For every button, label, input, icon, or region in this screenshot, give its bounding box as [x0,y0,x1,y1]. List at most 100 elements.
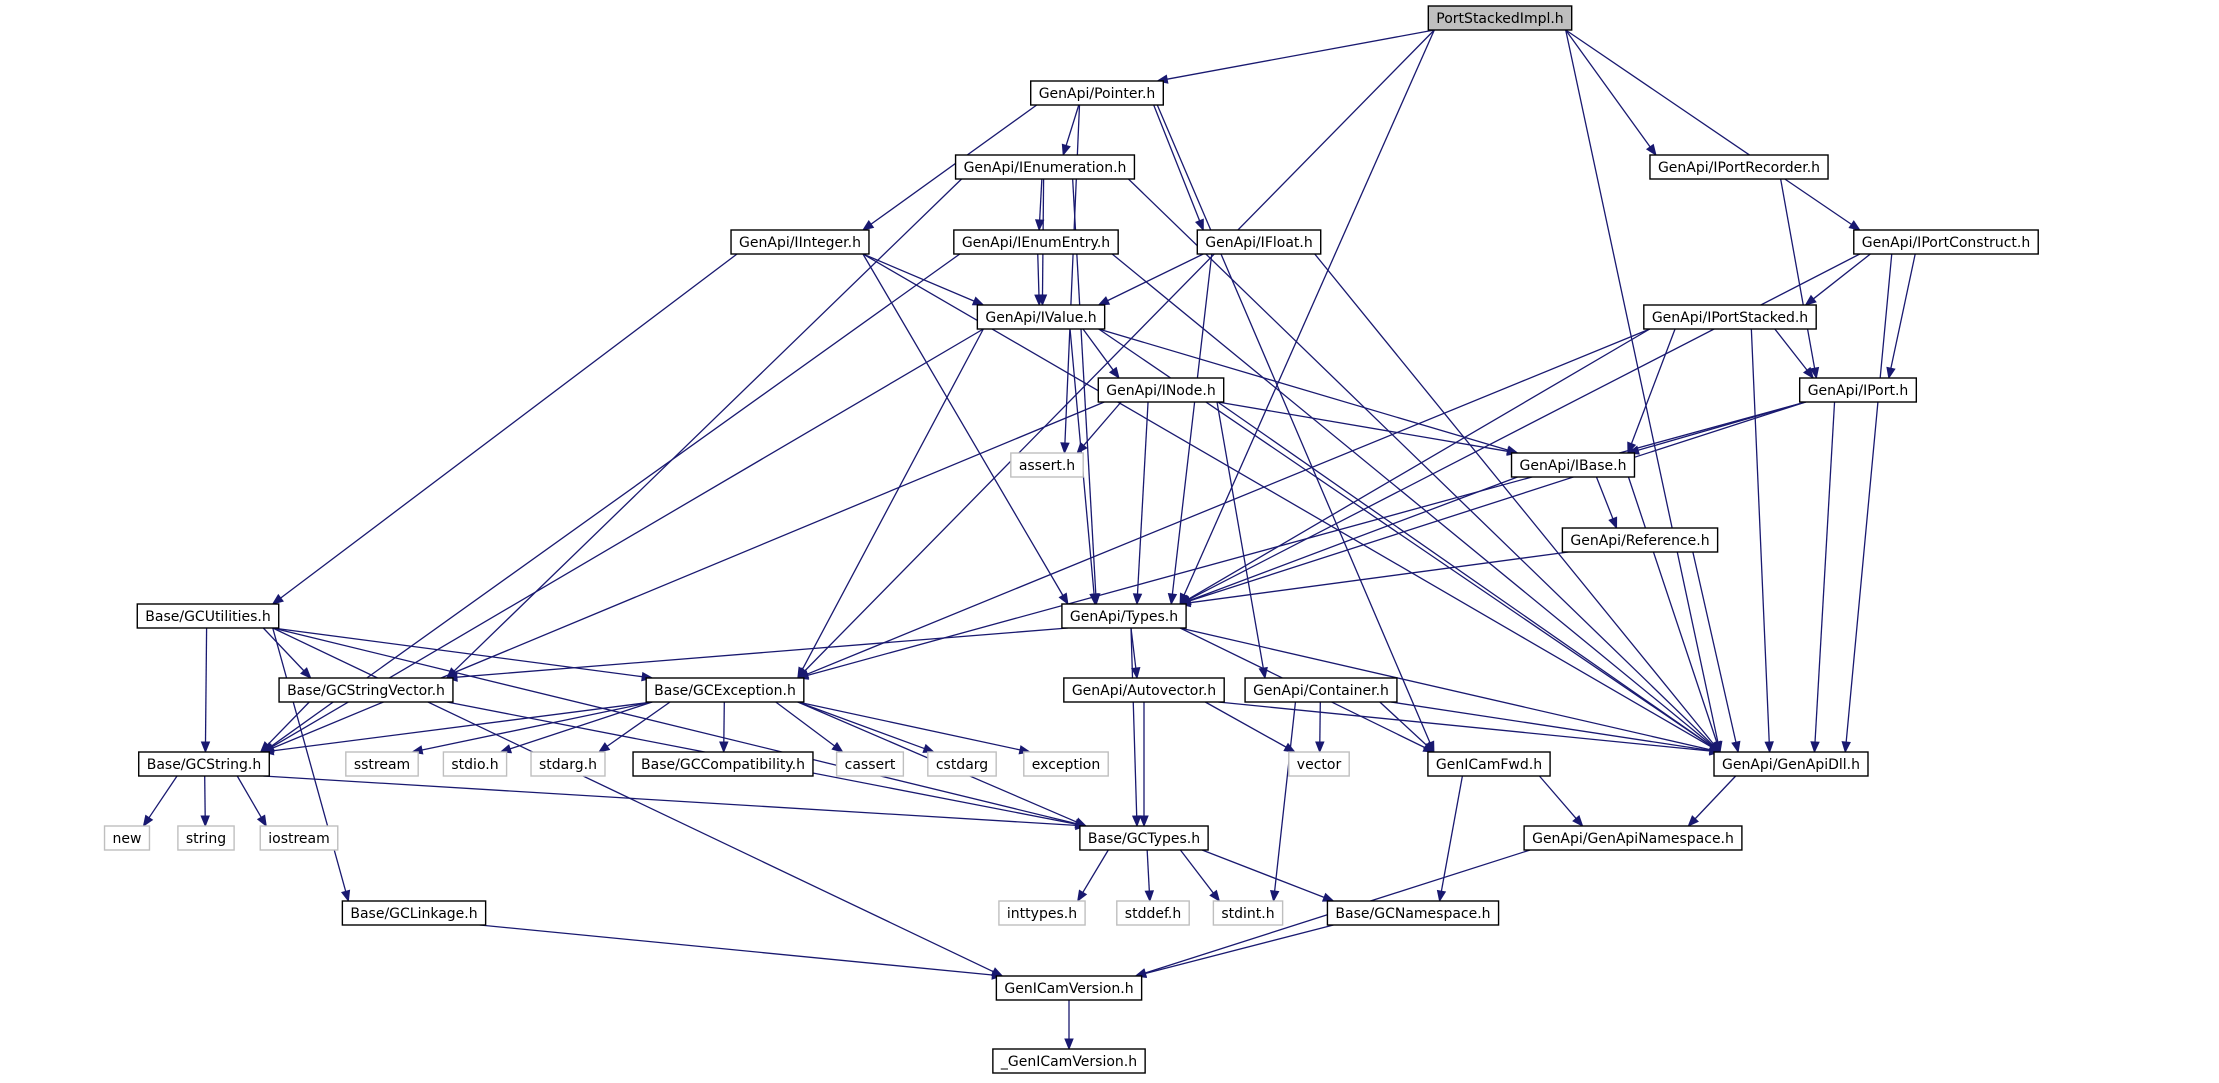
edge-gcutilities-to-gcstringvector [262,627,305,672]
graph-node-ifloat[interactable]: GenApi/IFloat.h [1196,229,1322,255]
graph-node-box [1061,603,1187,629]
graph-node-iostream[interactable]: iostream [259,825,339,851]
graph-node-iinteger[interactable]: GenApi/IInteger.h [730,229,870,255]
graph-node-cassert[interactable]: cassert [835,751,905,777]
graph-node-stdint[interactable]: stdint.h [1212,900,1284,926]
graph-node-container[interactable]: GenApi/Container.h [1244,677,1398,703]
graph-node-genapidll[interactable]: GenApi/GenApiDll.h [1713,751,1869,777]
graph-node-box [136,603,280,629]
edge-arrowhead [1076,441,1088,455]
graph-node-box [1427,751,1551,777]
graph-node-iport[interactable]: GenApi/IPort.h [1798,377,1918,403]
graph-node-label: GenApi/IPortStacked.h [1652,310,1808,326]
graph-node-box [1427,5,1573,31]
graph-node-exception[interactable]: exception [1023,751,1109,777]
graph-node-autovector[interactable]: GenApi/Autovector.h [1063,677,1225,703]
graph-node-label: string [186,831,226,847]
nodes-layer: PortStackedImpl.hGenApi/Pointer.hGenApi/… [103,5,2039,1074]
graph-node-genicamversion[interactable]: _GenICamVersion.h [992,1048,1146,1074]
edge-gcexception-to-stdarg [606,701,671,747]
graph-node-stdio[interactable]: stdio.h [442,751,508,777]
edge-autovector-to-genapidll [1218,701,1711,752]
graph-node-label: stddef.h [1125,906,1181,922]
graph-node-iportconstruct[interactable]: GenApi/IPortConstruct.h [1853,229,2039,255]
edge-arrowhead [719,741,729,754]
graph-node-iportstacked[interactable]: GenApi/IPortStacked.h [1643,304,1817,330]
edge-ienumeration-to-ienumentry [1039,178,1043,221]
graph-node-box [1649,154,1829,180]
edge-arrowhead [1061,143,1071,157]
graph-node-label: Base/GCStringVector.h [287,683,445,699]
graph-node-iportrecorder[interactable]: GenApi/IPortRecorder.h [1649,154,1829,180]
edge-types-to-gcstringvector [456,627,1068,678]
graph-node-ivalue[interactable]: GenApi/IValue.h [976,304,1106,330]
graph-node-pointer[interactable]: GenApi/Pointer.h [1030,80,1164,106]
graph-node-box [345,751,419,777]
edge-arrowhead [1841,741,1851,754]
graph-node-box [138,751,270,777]
graph-node-sstream[interactable]: sstream [345,751,419,777]
edge-iinteger-to-genapidll [862,253,1712,748]
graph-node-inttypes[interactable]: inttypes.h [998,900,1086,926]
edge-container-to-stdint [1273,701,1297,892]
graph-node-label: PortStackedImpl.h [1436,11,1563,27]
graph-node-box [341,900,487,926]
edge-iport-to-genapidll [1814,401,1836,743]
graph-node-label: GenApi/IInteger.h [739,235,861,251]
graph-node-cstdarg[interactable]: cstdarg [927,751,997,777]
graph-node-stdarg[interactable]: stdarg.h [530,751,606,777]
graph-node-stddef[interactable]: stddef.h [1116,900,1190,926]
graph-node-reference[interactable]: GenApi/Reference.h [1561,527,1719,553]
graph-node-vector[interactable]: vector [1288,751,1350,777]
graph-node-gccompatibility[interactable]: Base/GCCompatibility.h [632,751,814,777]
graph-node-portstackedimpl[interactable]: PortStackedImpl.h [1427,5,1573,31]
graph-node-box [1288,751,1350,777]
edge-genapidll-to-genapinamespace [1694,775,1737,820]
edge-reference-to-types [1189,551,1569,604]
graph-node-gcexception[interactable]: Base/GCException.h [645,677,805,703]
edge-gcstring-to-new [148,775,178,819]
graph-node-label: cassert [845,757,896,773]
edge-ibase-to-genapidll [1627,476,1718,743]
edge-inode-to-assert [1083,401,1122,446]
graph-node-box [1853,229,2039,255]
edge-arrowhead [1809,366,1820,380]
edge-gcutilities-to-gcexception [272,627,643,678]
graph-node-genicamversion[interactable]: GenICamVersion.h [995,975,1143,1001]
graph-node-gclinkage[interactable]: Base/GCLinkage.h [341,900,487,926]
graph-node-label: GenApi/Reference.h [1570,533,1709,549]
graph-node-gcstring[interactable]: Base/GCString.h [138,751,270,777]
graph-node-label: stdio.h [451,757,498,773]
graph-node-gcutilities[interactable]: Base/GCUtilities.h [136,603,280,629]
edge-gcstring-to-iostream [236,775,262,818]
graph-node-gctypes[interactable]: Base/GCTypes.h [1079,825,1209,851]
edge-arrowhead [1108,366,1120,380]
edge-reference-to-genapidll [1692,551,1737,743]
graph-node-box [1010,452,1084,478]
graph-node-gcnamespace[interactable]: Base/GCNamespace.h [1326,900,1500,926]
graph-node-genicamfwd[interactable]: GenICamFwd.h [1427,751,1551,777]
graph-node-label: sstream [354,757,410,773]
edges-layer [142,29,1916,1051]
graph-node-inode[interactable]: GenApi/INode.h [1097,377,1225,403]
edge-gcexception-to-cstdarg [797,701,925,750]
graph-node-ienumentry[interactable]: GenApi/IEnumEntry.h [953,229,1119,255]
graph-node-new[interactable]: new [103,825,151,851]
edge-container-to-genicamfwd [1379,701,1428,746]
edge-gctypes-to-inttypes [1082,849,1109,893]
edge-arrowhead [1804,294,1817,306]
edge-arrowhead [1572,814,1584,828]
graph-node-box [1116,900,1190,926]
graph-node-ienumeration[interactable]: GenApi/IEnumeration.h [954,154,1136,180]
edge-gcstring-to-gctypes [263,775,1076,827]
graph-node-types[interactable]: GenApi/Types.h [1061,603,1187,629]
graph-node-string[interactable]: string [177,825,235,851]
graph-node-genapinamespace[interactable]: GenApi/GenApiNamespace.h [1523,825,1743,851]
graph-node-ibase[interactable]: GenApi/IBase.h [1510,452,1636,478]
edge-arrowhead [1886,366,1896,380]
graph-node-label: Base/GCLinkage.h [350,906,477,922]
graph-node-assert[interactable]: assert.h [1010,452,1084,478]
edge-portstackedimpl-to-gcexception [804,29,1435,672]
graph-node-gcstringvector[interactable]: Base/GCStringVector.h [278,677,454,703]
graph-node-box [1030,80,1164,106]
